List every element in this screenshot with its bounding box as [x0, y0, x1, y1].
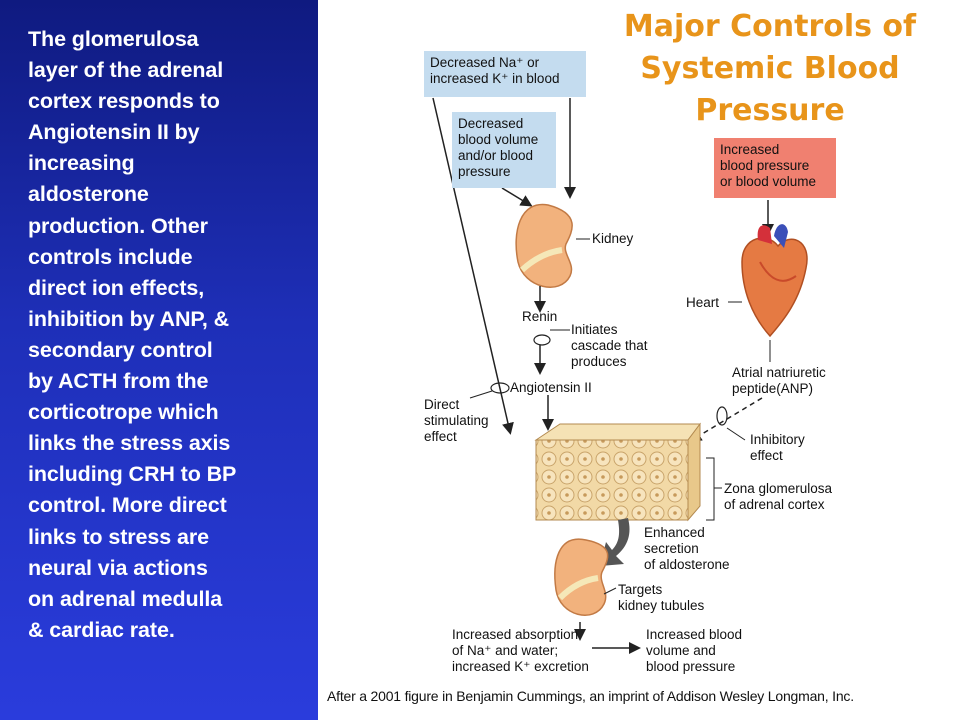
arrow-volume-kidney: [501, 187, 533, 207]
absorption-label: Increased absorption of Na⁺ and water; i…: [452, 627, 589, 674]
inhibitory-effect-label: Inhibitory effect: [750, 432, 805, 463]
explanation-text: The glomerulosa layer of the adrenal cor…: [28, 27, 237, 642]
angiotensin-label: Angiotensin II: [510, 380, 592, 395]
targets-label: Targets kidney tubules: [618, 582, 705, 613]
text-panel: The glomerulosa layer of the adrenal cor…: [0, 0, 318, 720]
zona-label: Zona glomerulosa of adrenal cortex: [724, 481, 833, 512]
heart-label: Heart: [686, 295, 720, 310]
source-credit: After a 2001 figure in Benjamin Cummings…: [327, 688, 854, 704]
enhanced-label: Enhanced secretion of aldosterone: [644, 525, 730, 572]
initiates-label: Initiates cascade that produces: [571, 322, 648, 369]
direct-effect-label: Direct stimulating effect: [424, 397, 489, 444]
na-k-box: Decreased Na⁺ or increased K⁺ in blood: [424, 51, 586, 97]
kidney-icon-top: [515, 203, 573, 288]
diagram-title: Major Controls of Systemic Blood Pressur…: [623, 9, 917, 128]
blood-volume-box: Decreased blood volume and/or blood pres…: [452, 112, 556, 188]
kidney-label: Kidney: [592, 231, 634, 246]
arrow-na-direct: [432, 97, 514, 435]
kidney-icon-bottom: [554, 538, 609, 616]
renin-label: Renin: [522, 309, 558, 324]
result-label: Increased blood volume and blood pressur…: [646, 627, 743, 674]
anp-label: Atrial natriuretic peptide(ANP): [732, 365, 826, 396]
adrenal-cortex-icon: [534, 422, 701, 522]
increased-pressure-box: Increased blood pressure or blood volume: [714, 138, 836, 198]
heart-icon: [741, 224, 808, 338]
